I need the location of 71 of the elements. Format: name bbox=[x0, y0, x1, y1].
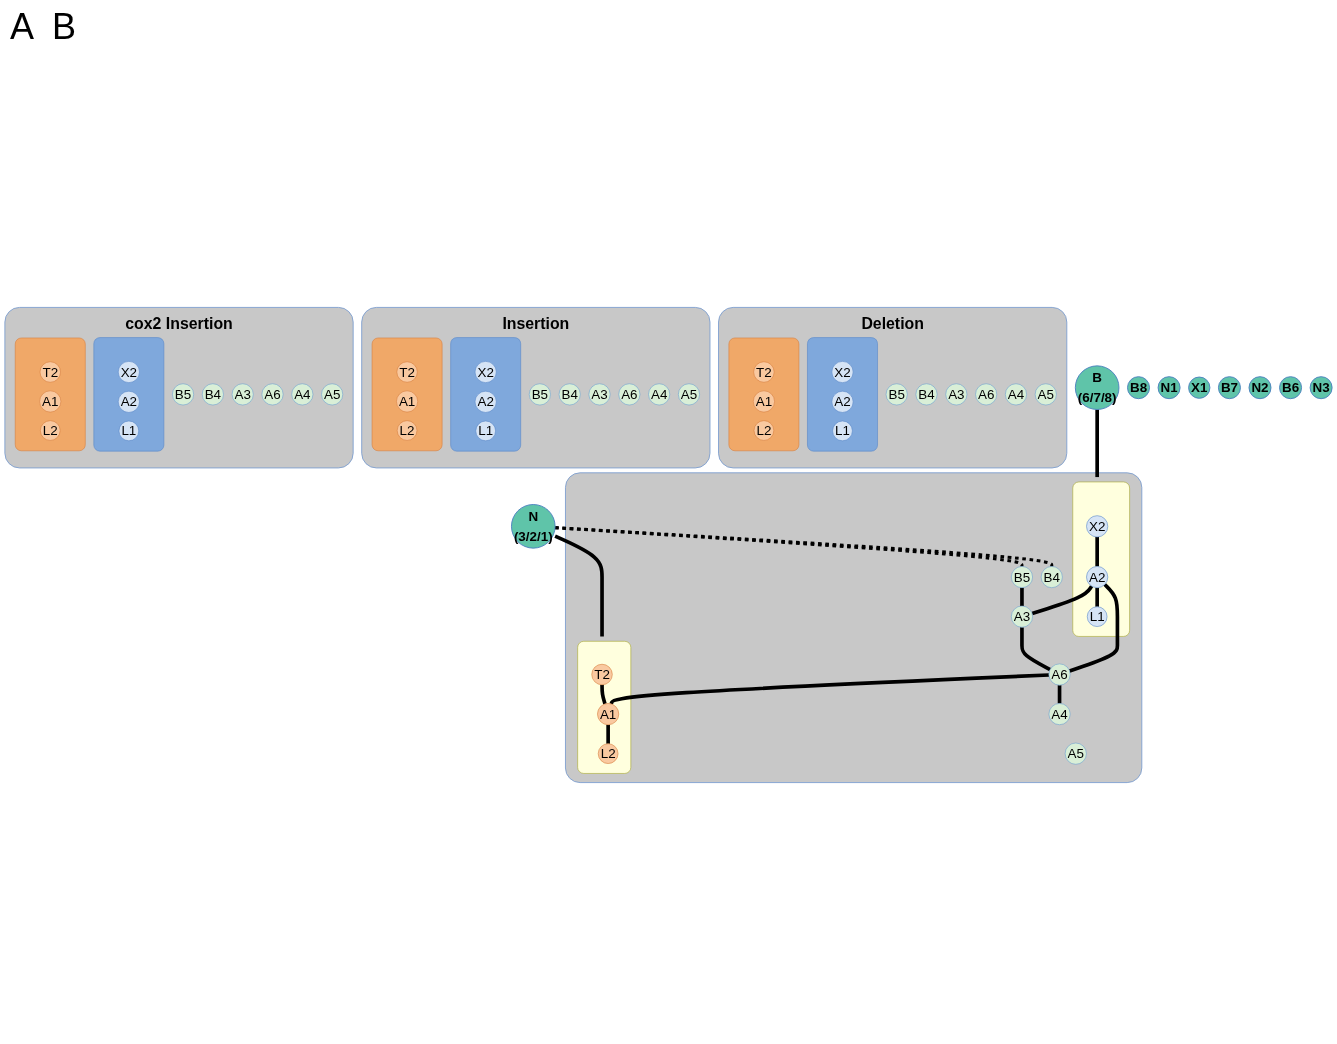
connector-line bbox=[1020, 587, 1024, 607]
circle-node: B7 bbox=[1218, 376, 1241, 400]
circle-node: A5 bbox=[678, 383, 700, 406]
connector-line bbox=[1095, 587, 1099, 607]
circle-node: A5 bbox=[1064, 742, 1087, 765]
connector-line bbox=[1095, 409, 1099, 478]
circle-node: A3 bbox=[945, 383, 968, 406]
circle-node: A1 bbox=[396, 390, 419, 413]
circle-node: B5 bbox=[528, 383, 551, 406]
circle-node: A4 bbox=[648, 383, 671, 406]
connector-line bbox=[1057, 684, 1062, 704]
connector-line bbox=[600, 684, 607, 705]
circle-node: A6 bbox=[1048, 663, 1071, 686]
circle-node: A3 bbox=[588, 383, 611, 406]
circle-node: B4 bbox=[1040, 566, 1063, 589]
connector-line bbox=[1020, 626, 1051, 672]
connector-line bbox=[1095, 536, 1099, 567]
circle-node: T2 bbox=[39, 361, 61, 383]
circle-node: L1 bbox=[1086, 606, 1108, 627]
circle-node: B (6/7/8) bbox=[1074, 365, 1120, 410]
circle-node: B5 bbox=[1011, 566, 1033, 589]
circle-node: A4 bbox=[1005, 383, 1027, 406]
circle-node: A6 bbox=[618, 383, 641, 406]
connector-line bbox=[1031, 585, 1094, 616]
circle-node: N (3/2/1) bbox=[511, 504, 556, 549]
circle-node: X2 bbox=[831, 361, 854, 383]
connector-line bbox=[606, 724, 610, 744]
circle-node: A1 bbox=[39, 390, 62, 413]
connector-line bbox=[554, 534, 604, 637]
connector-line bbox=[609, 673, 1049, 706]
circle-node: T2 bbox=[591, 663, 613, 686]
circle-node: B4 bbox=[915, 383, 938, 406]
circle-node: N3 bbox=[1309, 376, 1333, 400]
circle-node: B5 bbox=[172, 383, 194, 406]
panel-label: B bbox=[52, 6, 77, 48]
circle-node: X1 bbox=[1188, 376, 1211, 399]
circle-node: B4 bbox=[558, 383, 581, 406]
circle-node: A4 bbox=[1048, 703, 1071, 726]
circle-node: A2 bbox=[1086, 566, 1109, 589]
circle-node: A2 bbox=[117, 390, 140, 413]
circle-node: L1 bbox=[832, 420, 853, 442]
circle-node: L2 bbox=[597, 743, 619, 764]
circle-node: T2 bbox=[753, 361, 775, 383]
circle-node: B5 bbox=[885, 383, 908, 406]
circle-node: B8 bbox=[1127, 376, 1150, 400]
circle-node: L2 bbox=[396, 420, 418, 441]
circle-node: X2 bbox=[117, 361, 140, 383]
circle-node: N1 bbox=[1157, 376, 1181, 400]
circle-node: A4 bbox=[291, 383, 314, 406]
circle-node: A1 bbox=[752, 390, 775, 413]
circle-node: A5 bbox=[321, 383, 344, 406]
circle-node: B6 bbox=[1279, 376, 1303, 400]
circle-node: L1 bbox=[118, 420, 140, 442]
circle-node: X2 bbox=[474, 361, 497, 383]
circle-node: A6 bbox=[261, 383, 284, 406]
circle-node: L2 bbox=[40, 420, 61, 441]
circle-node: A1 bbox=[597, 703, 620, 726]
circle-node: X2 bbox=[1086, 515, 1109, 538]
circle-node: L2 bbox=[753, 420, 775, 441]
circle-node: A3 bbox=[1011, 605, 1033, 628]
circle-node: A2 bbox=[831, 390, 854, 413]
circle-node: B4 bbox=[201, 383, 224, 406]
circle-node: A6 bbox=[975, 383, 998, 406]
circle-node: N2 bbox=[1248, 376, 1272, 400]
circle-node: A2 bbox=[474, 390, 497, 413]
panel-label: A bbox=[10, 6, 34, 48]
circle-node: A3 bbox=[231, 383, 254, 406]
connector-line bbox=[1069, 583, 1120, 673]
circle-node: A5 bbox=[1034, 383, 1057, 406]
circle-node: T2 bbox=[396, 361, 418, 383]
circle-node: L1 bbox=[475, 420, 496, 442]
